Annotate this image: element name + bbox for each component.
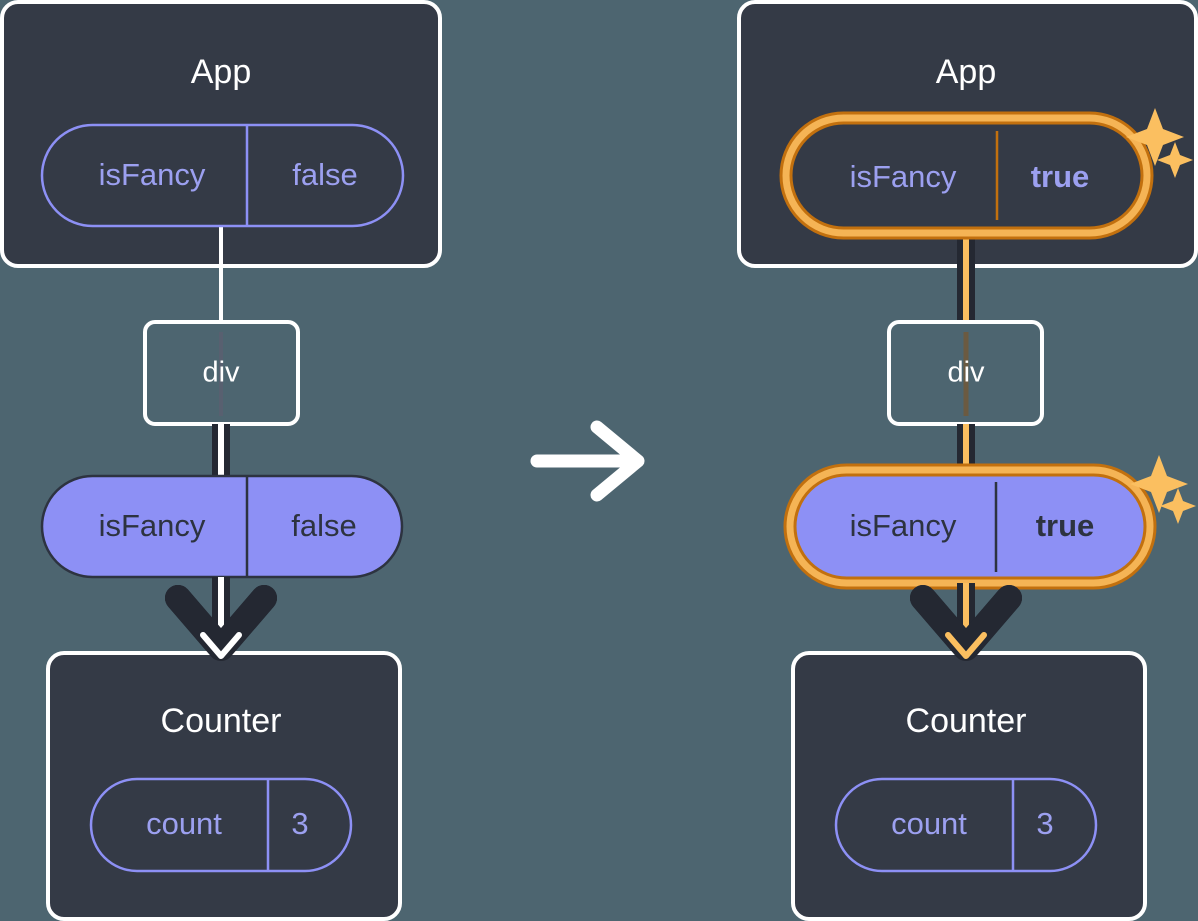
state-pill-value: 3 [1036,806,1053,841]
prop-pill-value: true [1031,159,1090,194]
app-box-before: App [0,0,442,268]
div-box-label: div [947,357,985,389]
arrowhead-outline-top [165,585,277,661]
sparkle-icon-small [1160,488,1196,524]
arrowhead-inner-top [945,632,987,659]
prop-pill-key: isFancy [99,508,206,543]
sparkle-group-passed [1130,455,1196,524]
counter-box-rect [791,651,1147,921]
arrowhead-over-counter [165,585,277,661]
counter-box-title: Counter [906,702,1027,740]
arrowhead-over-counter-after [910,585,1022,661]
passed-prop-pill-after: isFancy true [783,463,1157,590]
counter-state-pill-after: count 3 [834,777,1098,873]
prop-pill-outline [40,123,405,228]
app-box-title: App [936,53,997,91]
state-pill-outline [89,777,353,873]
state-pill-key: count [146,806,222,841]
sparkle-icon-large [1130,455,1188,513]
passed-prop-pill-before: isFancy false [40,474,404,579]
state-pill-value: 3 [291,806,308,841]
state-pill-outline [834,777,1098,873]
prop-pill-value: false [292,157,357,192]
highlight-ring-outer [783,463,1157,590]
prop-pill-key: isFancy [99,157,206,192]
prop-pill-key: isFancy [850,159,957,194]
counter-box-after: Counter [791,651,1147,921]
state-pill-key: count [891,806,967,841]
arrowhead-inner-top [200,632,242,659]
counter-box-title: Counter [161,702,282,740]
div-box-label: div [202,357,240,389]
app-prop-pill-before: isFancy false [40,123,405,228]
prop-pill-value: false [291,508,356,543]
sparkle-icon-large [1126,108,1184,166]
counter-state-pill-before: count 3 [89,777,353,873]
sparkle-group-app [1126,108,1193,178]
prop-pill-key: isFancy [850,508,957,543]
app-box-title: App [191,53,252,91]
arrowhead-outline-top [910,585,1022,661]
app-prop-pill-after: isFancy true [779,111,1154,240]
highlight-ring-outer [779,111,1154,240]
transition-arrow-icon [530,420,645,502]
arrow-head [590,420,645,502]
highlight-ring-inner [782,114,1151,237]
prop-pill-value: true [1036,508,1095,543]
sparkle-icon-small [1157,142,1193,178]
